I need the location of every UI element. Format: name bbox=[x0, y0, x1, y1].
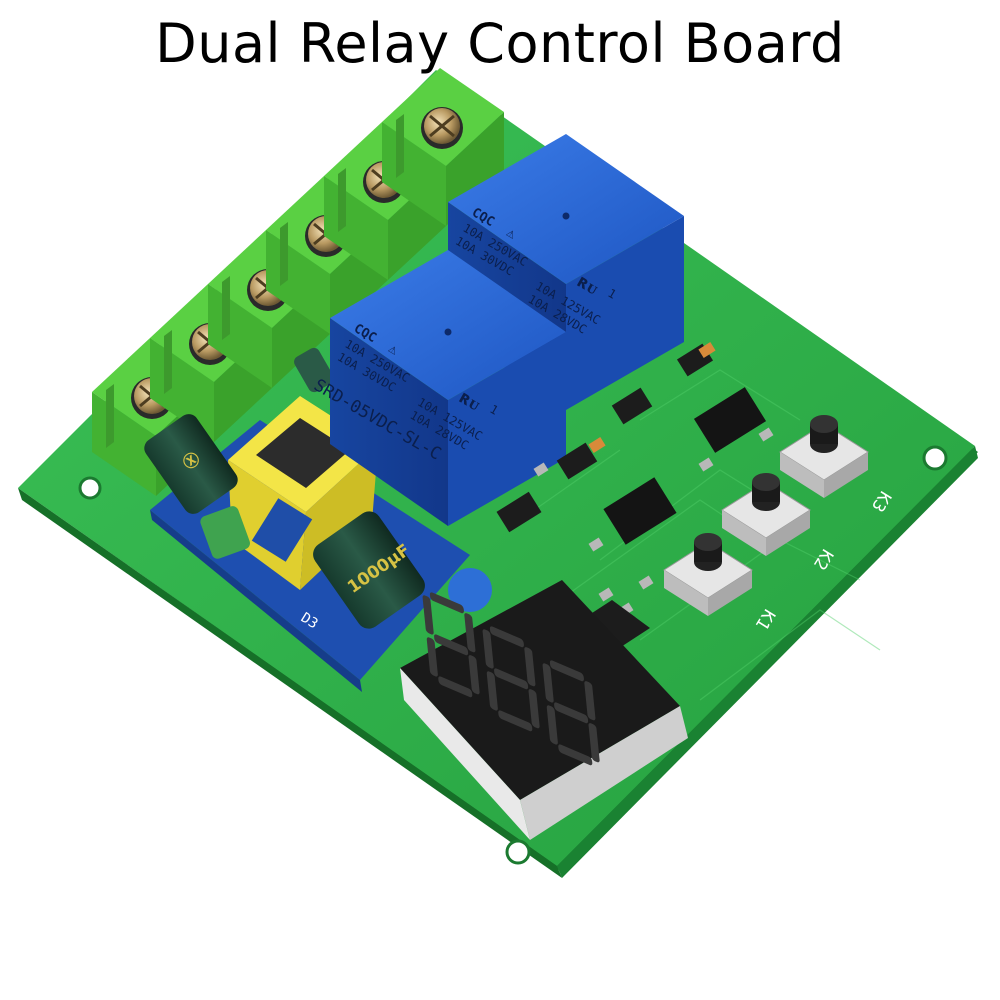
display-digit: 8 bbox=[422, 592, 480, 698]
electrolytic-capacitor: Ⓧ bbox=[144, 414, 238, 514]
display-digit: 8 bbox=[482, 626, 540, 732]
smd-part bbox=[588, 537, 604, 552]
terminal-block bbox=[382, 68, 504, 226]
smd-part bbox=[611, 387, 653, 425]
smd-part bbox=[588, 437, 606, 453]
smd-part bbox=[698, 342, 716, 358]
small-capacitor bbox=[294, 347, 334, 393]
display-digit: 8 bbox=[542, 660, 600, 766]
smd-part bbox=[556, 442, 598, 480]
mount-hole bbox=[78, 476, 102, 500]
page-title: Dual Relay Control Board bbox=[155, 12, 845, 75]
smd-part bbox=[533, 462, 549, 477]
seven-segment-display: 888 bbox=[400, 580, 688, 840]
smd-components bbox=[496, 342, 774, 617]
ceramic-capacitor bbox=[448, 568, 492, 612]
mount-hole bbox=[922, 445, 948, 471]
screw-terminals bbox=[92, 68, 504, 496]
electrolytic-capacitor-1000uf: 1000μF bbox=[313, 511, 425, 629]
smd-part bbox=[603, 477, 677, 545]
smd-part bbox=[638, 575, 654, 590]
module-silkscreen-d3: D3 bbox=[298, 610, 321, 633]
film-capacitor bbox=[200, 506, 250, 559]
smd-part bbox=[693, 387, 767, 453]
button-k1[interactable] bbox=[663, 533, 753, 616]
button-k2[interactable] bbox=[721, 473, 811, 556]
smd-part bbox=[496, 491, 542, 533]
screw-icon bbox=[421, 107, 463, 149]
mount-hole bbox=[505, 839, 531, 865]
button-k3[interactable] bbox=[779, 415, 869, 498]
smd-part bbox=[698, 457, 714, 472]
smd-part bbox=[758, 427, 774, 442]
smd-part bbox=[598, 587, 614, 602]
